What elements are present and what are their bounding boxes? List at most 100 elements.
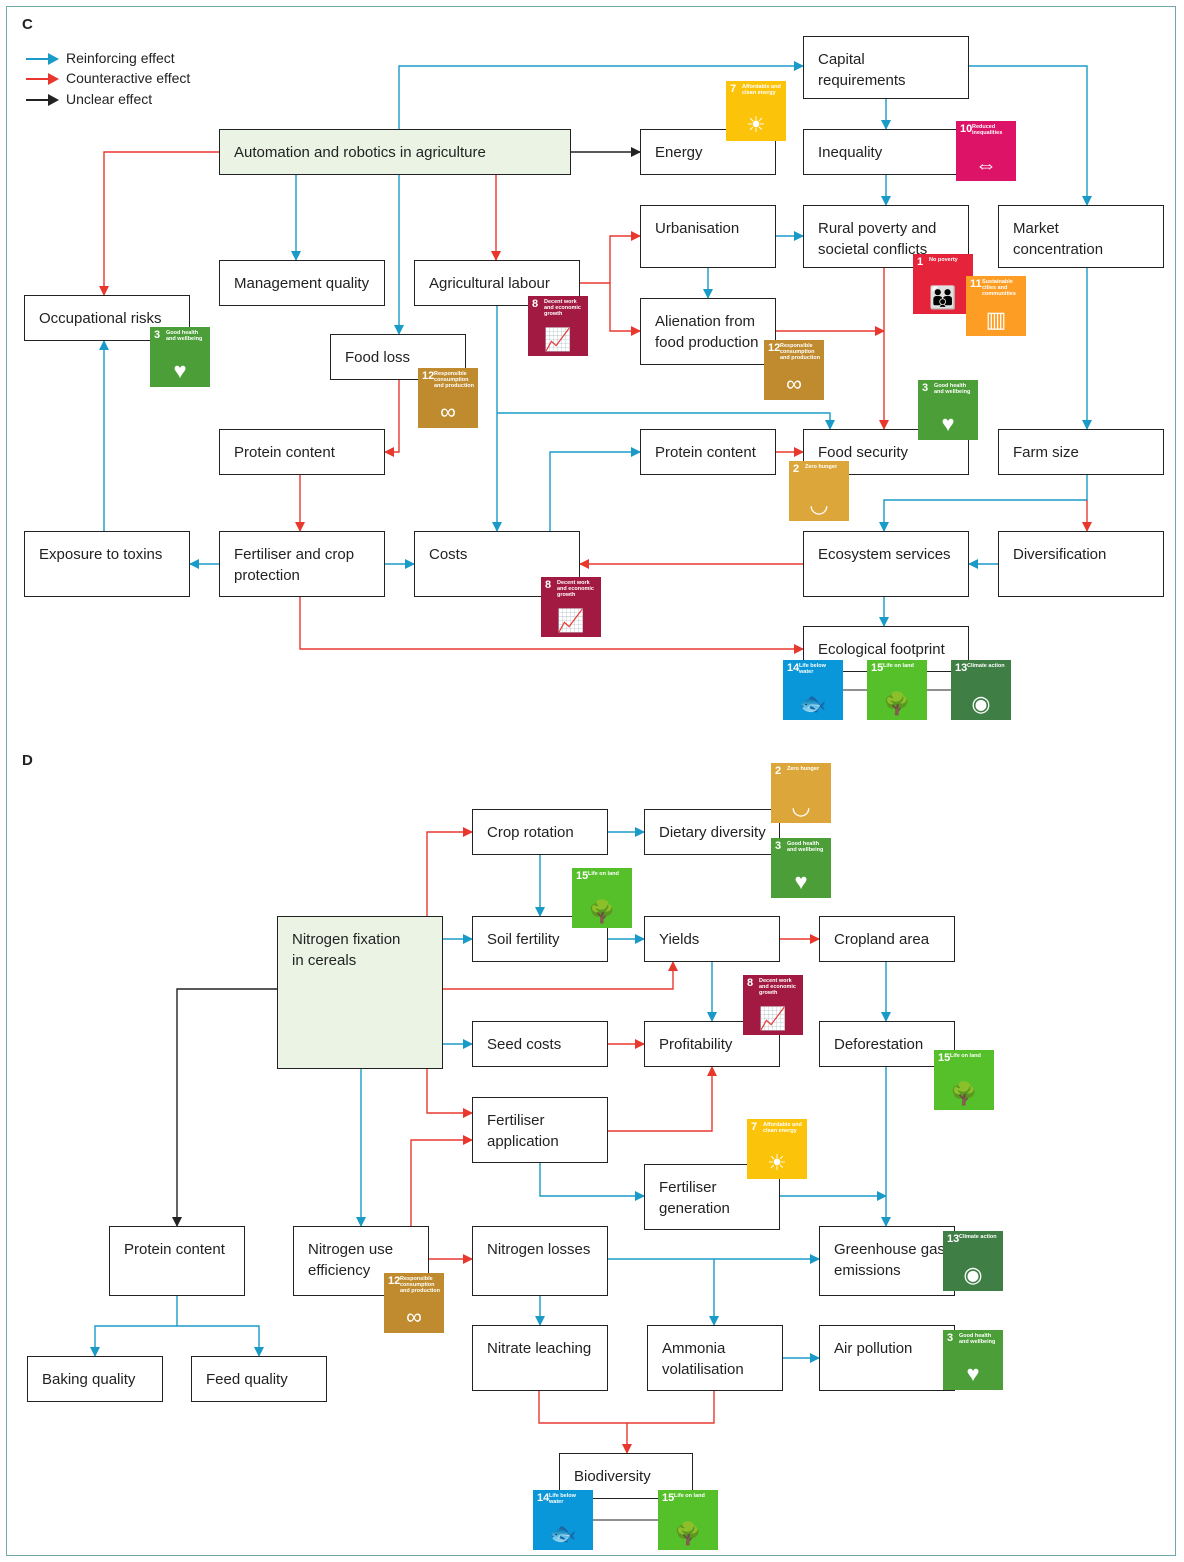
infinity-icon: ∞ xyxy=(786,371,802,396)
node-cropland-area: Cropland area xyxy=(819,916,955,962)
node-air-pollution: Air pollution xyxy=(819,1325,955,1391)
legend-label: Unclear effect xyxy=(66,91,153,107)
connector-foodloss-to-proteinC1 xyxy=(384,380,400,457)
eye-globe-icon: ◉ xyxy=(963,1262,983,1287)
node-inequality: Inequality xyxy=(803,129,969,175)
figure-frame xyxy=(6,6,1176,1556)
fish-icon: 🐟 xyxy=(549,1521,577,1546)
tree-icon: 🌳 xyxy=(883,691,911,716)
node-capital-requirements: Capital requirements xyxy=(803,36,969,99)
infinity-icon: ∞ xyxy=(440,399,456,424)
node-nitrogen-fixation: Nitrogen fixation in cereals xyxy=(277,916,443,1069)
sun-icon: ☀ xyxy=(767,1150,787,1175)
panel-label-d: D xyxy=(22,752,33,769)
connector-nue-to-fertapp xyxy=(410,1135,473,1226)
connector-costs-to-proteinC2 xyxy=(549,447,641,531)
node-seed-costs: Seed costs xyxy=(472,1021,608,1067)
sun-icon: ☀ xyxy=(746,112,766,137)
connector-nitrate-to-biodiv xyxy=(538,1391,632,1454)
node-deforestation: Deforestation xyxy=(819,1021,955,1067)
node-soil-fertility: Soil fertility xyxy=(472,916,608,962)
connector-fertapp-to-profit xyxy=(608,1066,717,1132)
node-fertiliser-generation: Fertiliser generation xyxy=(644,1164,780,1230)
bowl-icon: ◡ xyxy=(791,794,811,819)
connector-ammonia-to-biodiv xyxy=(627,1391,715,1424)
node-ecosystem-services: Ecosystem services xyxy=(803,531,969,597)
node-automation-robotics: Automation and robotics in agriculture xyxy=(219,129,571,175)
legend-arrow-icon xyxy=(26,53,59,65)
node-feed-quality: Feed quality xyxy=(191,1356,327,1402)
connector-fertapp-to-fertgen xyxy=(539,1163,645,1201)
connector-nfix-to-croprot xyxy=(426,827,473,916)
node-fertiliser-crop-protection: Fertiliser and crop protection xyxy=(219,531,385,597)
legend-label: Reinforcing effect xyxy=(66,50,175,66)
tree-icon: 🌳 xyxy=(950,1081,978,1106)
connector-aglabour-to-urbanisation xyxy=(580,231,641,284)
tree-icon: 🌳 xyxy=(674,1521,702,1546)
heartbeat-icon: ♥ xyxy=(966,1361,980,1386)
node-protein-content: Protein content xyxy=(640,429,776,475)
node-food-security: Food security xyxy=(803,429,969,475)
node-nitrogen-losses: Nitrogen losses xyxy=(472,1226,608,1296)
node-crop-rotation: Crop rotation xyxy=(472,809,608,855)
connector-nfix-to-fertapp xyxy=(426,1069,473,1118)
eye-globe-icon: ◉ xyxy=(971,691,991,716)
connector-capital-to-market xyxy=(969,65,1092,206)
node-urbanisation: Urbanisation xyxy=(640,205,776,268)
node-farm-size: Farm size xyxy=(998,429,1164,475)
node-food-loss: Food loss xyxy=(330,334,466,380)
node-biodiversity: Biodiversity xyxy=(559,1453,693,1499)
connector-automation-to-capital xyxy=(398,61,804,129)
node-nitrogen-use-efficiency: Nitrogen use efficiency xyxy=(293,1226,429,1296)
growth-chart-icon: 📈 xyxy=(544,327,572,352)
legend-arrow-icon xyxy=(26,73,59,85)
connector-proteinD-to-feed xyxy=(177,1325,264,1357)
legend-label: Counteractive effect xyxy=(66,70,191,86)
bowl-icon: ◡ xyxy=(809,492,829,517)
connector-proteinD-to-baking xyxy=(90,1296,178,1357)
tree-icon: 🌳 xyxy=(588,899,616,924)
legend-arrow-icon xyxy=(26,94,59,106)
node-baking-quality: Baking quality xyxy=(27,1356,163,1402)
connector-aglabour-to-foodsec xyxy=(497,412,835,430)
heartbeat-icon: ♥ xyxy=(941,411,955,436)
heartbeat-icon: ♥ xyxy=(173,358,187,383)
node-nitrate-leaching: Nitrate leaching xyxy=(472,1325,608,1391)
node-fertiliser-application: Fertiliser application xyxy=(472,1097,608,1163)
family-icon: 👪 xyxy=(929,285,957,310)
connector-nfix-to-proteinD xyxy=(172,988,277,1227)
node-alienation: Alienation from food production xyxy=(640,298,776,365)
connector-aglabour-to-alienation xyxy=(609,283,641,336)
panel-label-c: C xyxy=(22,16,33,33)
infinity-icon: ∞ xyxy=(406,1304,422,1329)
city-icon: ▥ xyxy=(985,307,1007,332)
connector-farmsize-to-ecoserv xyxy=(879,475,1088,532)
growth-chart-icon: 📈 xyxy=(557,608,585,633)
connector-nfix-to-yields xyxy=(443,961,678,990)
node-exposure-to-toxins: Exposure to toxins xyxy=(24,531,190,597)
